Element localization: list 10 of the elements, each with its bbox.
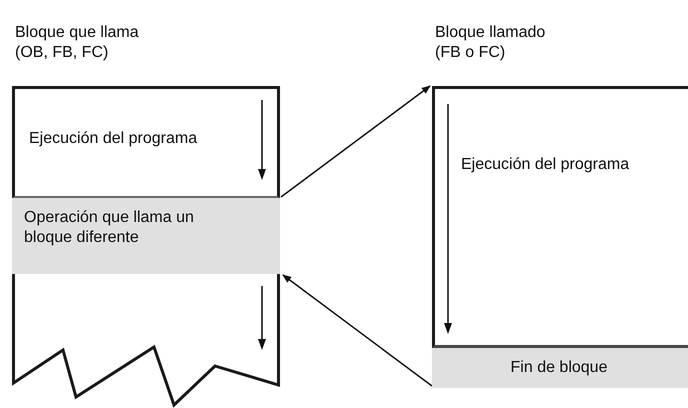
shaded-band [432, 348, 688, 388]
band-text: Fin de bloque [510, 358, 608, 378]
block-heading: Bloque que llama (OB, FB, FC) [15, 23, 140, 63]
band-text: Operación que llama un bloque diferente [24, 208, 195, 248]
arrow [282, 274, 432, 387]
block-heading: Bloque llamado (FB o FC) [435, 23, 546, 63]
shaded-band [12, 198, 280, 274]
block-text: Ejecución del programa [29, 129, 198, 149]
arrow [280, 85, 431, 198]
block-text: Ejecución del programa [461, 155, 630, 175]
